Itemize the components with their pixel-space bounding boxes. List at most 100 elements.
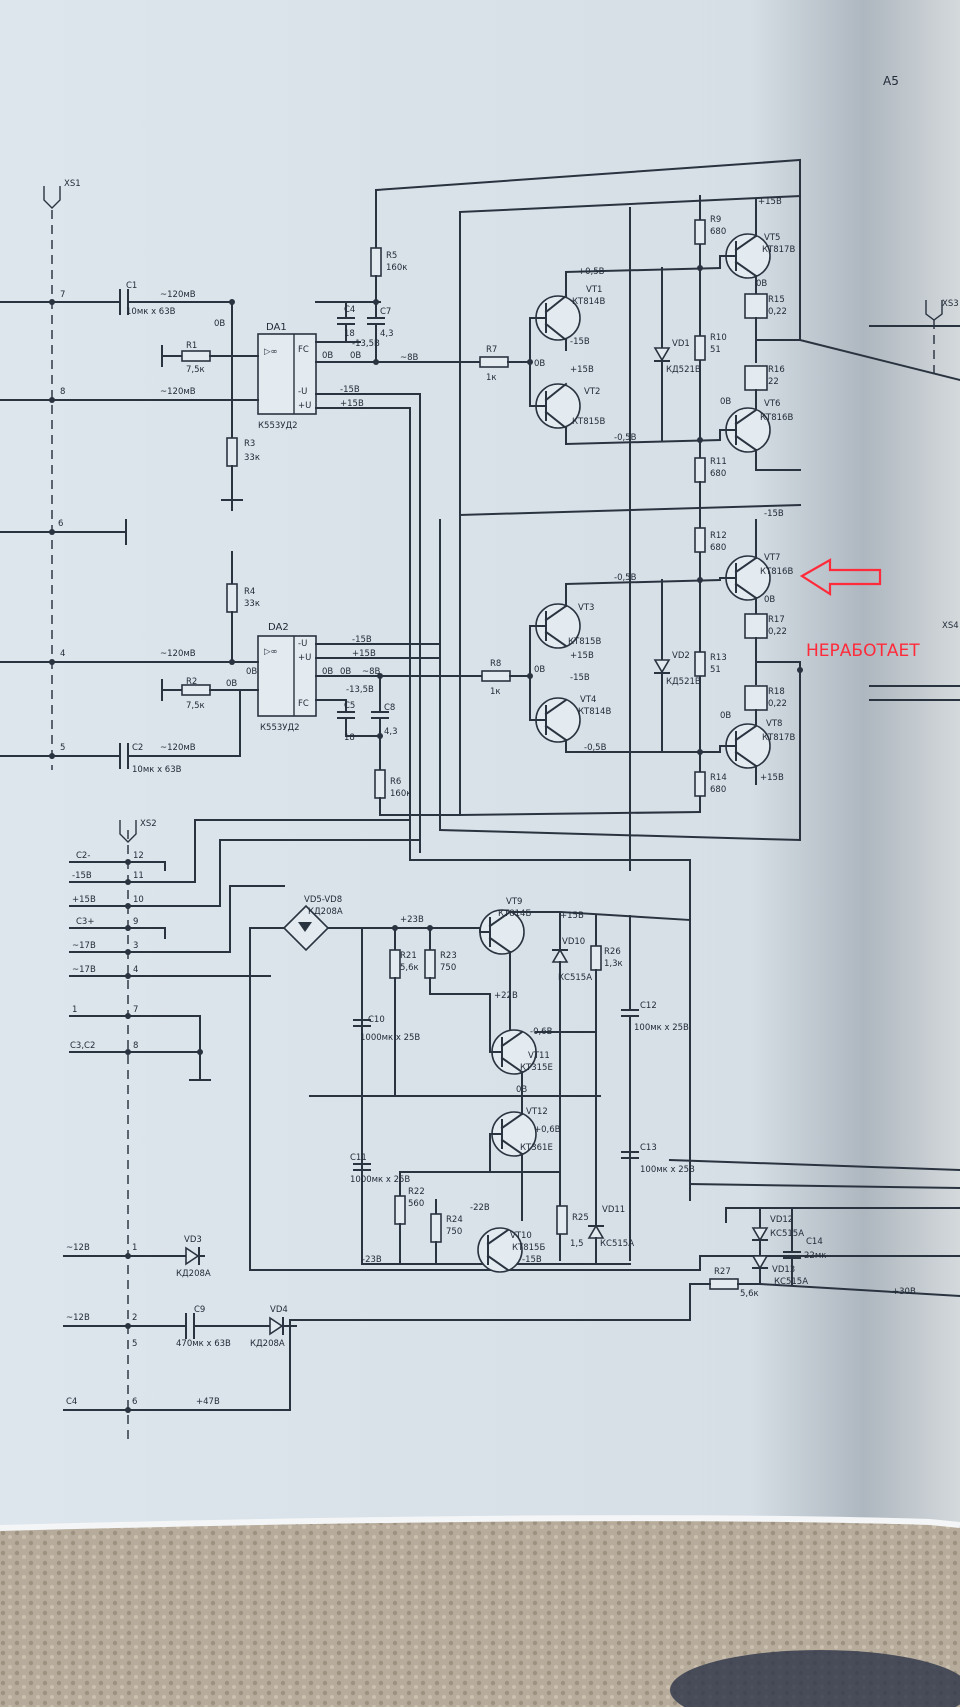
- svg-text:0В: 0В: [764, 595, 775, 605]
- svg-text:-15В: -15В: [570, 673, 590, 683]
- diode-vd3: VD3 КД208А: [176, 1235, 211, 1279]
- svg-text:160к: 160к: [386, 263, 407, 273]
- svg-text:КТ815Б: КТ815Б: [512, 1243, 545, 1253]
- svg-text:КТ815В: КТ815В: [572, 417, 605, 427]
- svg-text:0В: 0В: [226, 679, 237, 689]
- paper-sheet: [0, 0, 960, 1528]
- zener-vd11: VD11 КС515А: [587, 1031, 634, 1265]
- svg-text:7,5к: 7,5к: [186, 701, 205, 711]
- svg-text:~12В: ~12В: [66, 1313, 90, 1323]
- svg-text:R10: R10: [710, 333, 727, 343]
- svg-text:1: 1: [72, 1005, 77, 1015]
- svg-text:11: 11: [133, 871, 144, 881]
- svg-text:1000мк х 25В: 1000мк х 25В: [350, 1175, 410, 1185]
- svg-text:R15: R15: [768, 295, 785, 305]
- svg-text:▷∞: ▷∞: [264, 647, 278, 657]
- svg-text:VT8: VT8: [766, 719, 782, 729]
- svg-text:22мк: 22мк: [804, 1251, 826, 1261]
- svg-text:6: 6: [132, 1397, 137, 1407]
- capacitor-c9: C9 470мк х 63В: [176, 1305, 271, 1349]
- svg-text:51: 51: [710, 665, 721, 675]
- xs3-label: XS3: [942, 299, 959, 309]
- svg-text:R8: R8: [490, 659, 501, 669]
- svg-text:VD12: VD12: [770, 1215, 793, 1225]
- capacitor-c14: C14 22мк: [783, 1207, 826, 1285]
- svg-text:0,22: 0,22: [768, 627, 787, 637]
- dark-rug-pattern: [670, 1650, 960, 1707]
- svg-text:0В: 0В: [534, 359, 545, 369]
- svg-text:C3,C2: C3,C2: [70, 1041, 95, 1051]
- svg-text:R17: R17: [768, 615, 785, 625]
- resistor-r7: R7 1к: [479, 345, 531, 383]
- svg-text:+U: +U: [298, 401, 311, 411]
- svg-text:R11: R11: [710, 457, 727, 467]
- svg-text:C4: C4: [344, 305, 355, 315]
- svg-text:+0,6В: +0,6В: [534, 1125, 561, 1135]
- svg-text:FC: FC: [298, 345, 309, 355]
- resistor-r21: R21 5,6к: [389, 927, 419, 1097]
- svg-text:4,3: 4,3: [384, 727, 398, 737]
- capacitor-c2: C2 10мк х 63В ~120мВ: [119, 743, 196, 775]
- sheet-label: A5: [883, 74, 899, 88]
- svg-text:DA2: DA2: [268, 622, 289, 633]
- svg-text:R4: R4: [244, 587, 255, 597]
- svg-text:5,6к: 5,6к: [740, 1289, 759, 1299]
- svg-text:~120мВ: ~120мВ: [160, 649, 196, 659]
- svg-text:R22: R22: [408, 1187, 425, 1197]
- svg-text:160к: 160к: [390, 789, 411, 799]
- resistor-r13: R13 51: [694, 651, 727, 677]
- resistor-r23: R23 750: [424, 927, 491, 995]
- capacitor-c12: C12 100мк х 25В: [621, 915, 689, 1261]
- svg-text:-0,5В: -0,5В: [614, 573, 637, 583]
- red-arrow-icon: [799, 558, 882, 597]
- svg-text:8: 8: [133, 1041, 138, 1051]
- svg-text:0В: 0В: [350, 351, 361, 361]
- svg-text:VT3: VT3: [578, 603, 594, 613]
- svg-text:1000мк х 25В: 1000мк х 25В: [360, 1033, 420, 1043]
- svg-text:КТ361Е: КТ361Е: [520, 1143, 553, 1153]
- svg-text:R24: R24: [446, 1215, 463, 1225]
- svg-text:4,3: 4,3: [380, 329, 394, 339]
- svg-text:C4: C4: [66, 1397, 77, 1407]
- svg-text:+30В: +30В: [892, 1287, 916, 1297]
- svg-text:-22В: -22В: [470, 1203, 490, 1213]
- transistor-vt12: VT12 КТ361Е: [489, 1107, 553, 1157]
- svg-text:7,5к: 7,5к: [186, 365, 205, 375]
- fault-annotation: НЕРАБОТАЕТ: [799, 558, 920, 661]
- svg-text:~120мВ: ~120мВ: [160, 743, 196, 753]
- resistor-r11: R11 680: [694, 457, 727, 483]
- svg-text:C2-: C2-: [76, 851, 90, 861]
- svg-text:КТ817В: КТ817В: [762, 245, 795, 255]
- svg-text:VT7: VT7: [764, 553, 780, 563]
- svg-text:51: 51: [710, 345, 721, 355]
- svg-text:680: 680: [710, 469, 726, 479]
- svg-text:~17В: ~17В: [72, 941, 96, 951]
- svg-text:750: 750: [446, 1227, 462, 1237]
- svg-text:VT2: VT2: [584, 387, 600, 397]
- svg-text:КТ817В: КТ817В: [762, 733, 795, 743]
- svg-text:КТ814В: КТ814В: [578, 707, 611, 717]
- svg-text:R7: R7: [486, 345, 497, 355]
- transistor-vt6: VT6 КТ816В: [719, 399, 793, 453]
- resistor-r3: R3 33к: [221, 399, 260, 501]
- svg-text:R2: R2: [186, 677, 197, 687]
- svg-text:C9: C9: [194, 1305, 205, 1315]
- svg-text:R3: R3: [244, 439, 255, 449]
- xs1-label: XS1: [64, 179, 81, 189]
- opamp-da1: ▷∞ FC -U +U DA1 К553УД2: [257, 322, 317, 431]
- capacitor-c4: C4 18: [337, 301, 355, 343]
- svg-text:R23: R23: [440, 951, 457, 961]
- svg-text:~120мВ: ~120мВ: [160, 290, 196, 300]
- xs1-pin-8: 8: [60, 387, 65, 397]
- svg-text:1к: 1к: [486, 373, 497, 383]
- resistor-r9: R9 680: [694, 215, 726, 245]
- svg-text:VD2: VD2: [672, 651, 690, 661]
- svg-text:R16: R16: [768, 365, 785, 375]
- svg-text:КС515А: КС515А: [770, 1229, 804, 1239]
- svg-text:КТ814В: КТ814В: [572, 297, 605, 307]
- capacitor-c10: C10 1000мк х 25В: [353, 1009, 420, 1043]
- svg-text:0В: 0В: [720, 711, 731, 721]
- svg-text:+15В: +15В: [760, 773, 784, 783]
- svg-text:КД208А: КД208А: [250, 1339, 285, 1349]
- svg-text:5: 5: [132, 1339, 137, 1349]
